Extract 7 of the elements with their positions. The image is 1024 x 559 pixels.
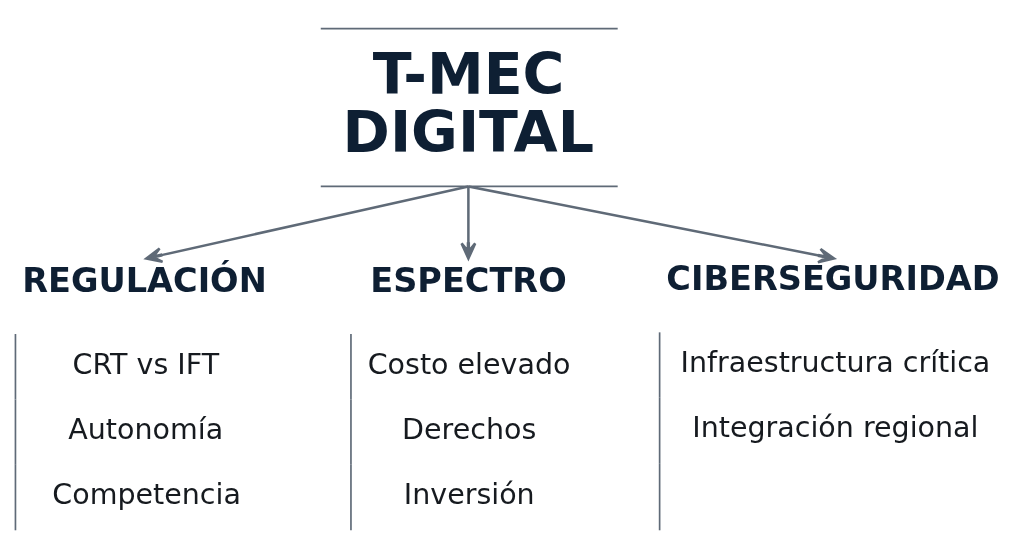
arrow xyxy=(460,186,477,260)
arrow xyxy=(468,185,836,264)
node-text: ESPECTRO Costo elevado Derechos Inversión xyxy=(367,261,571,512)
arrow xyxy=(145,185,469,264)
node-text: REGULACIÓN CRT vs IFT Autonomía Competencia xyxy=(22,261,267,512)
node-text: T-MEC DIGITAL xyxy=(342,41,595,165)
node-text: CIBERSEGURIDAD Infraestructura crítica Integración regional xyxy=(666,259,1000,445)
